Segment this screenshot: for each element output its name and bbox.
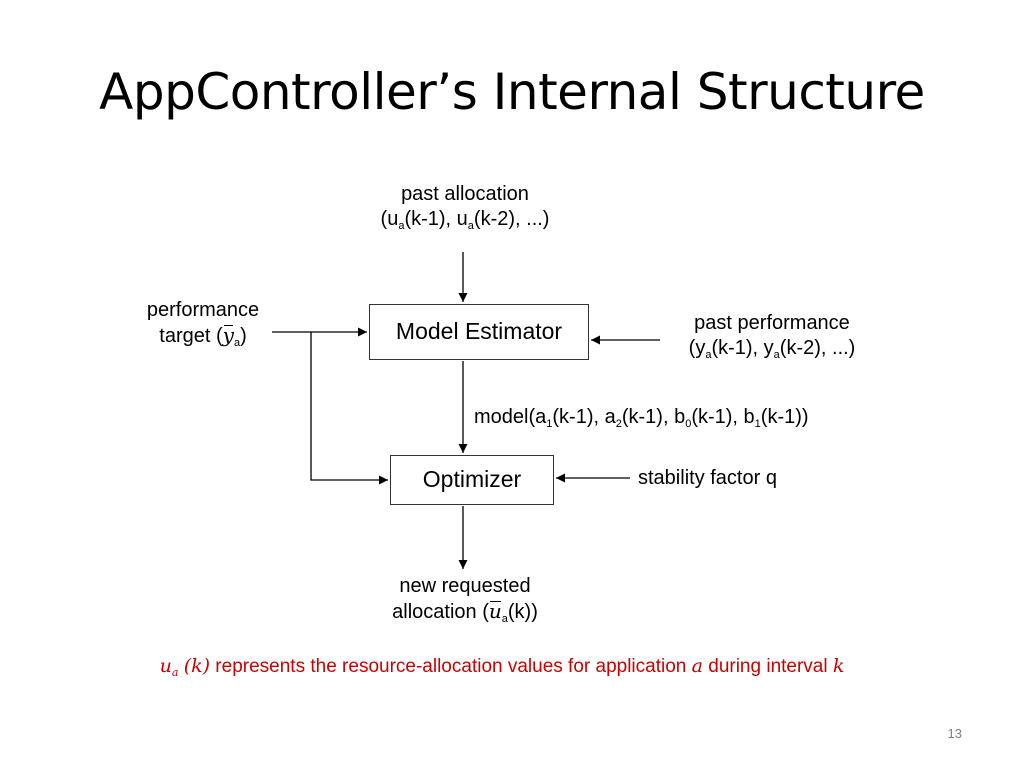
slide-title: AppController’s Internal Structure	[99, 63, 925, 121]
optimizer-block: Optimizer	[390, 455, 554, 505]
performance-target-label: performance target (ya)	[146, 299, 260, 349]
page-number: 13	[947, 726, 962, 741]
caption: ua (k) represents the resource-allocatio…	[159, 655, 845, 679]
new-allocation-label: new requested allocation (ua(k))	[392, 575, 538, 625]
arrow-target-to-optimizer	[310, 332, 388, 485]
model-parameters-label: model(a1(k-1), a2(k-1), b0(k-1), b1(k-1)…	[474, 406, 809, 430]
model-estimator-block: Model Estimator	[369, 304, 589, 360]
past-allocation-label: past allocation (ua(k-1), ua(k-2), ...)	[380, 183, 550, 232]
past-performance-label: past performance (ya(k-1), ya(k-2), ...)	[688, 312, 856, 361]
stability-factor-label: stability factor q	[638, 467, 777, 489]
